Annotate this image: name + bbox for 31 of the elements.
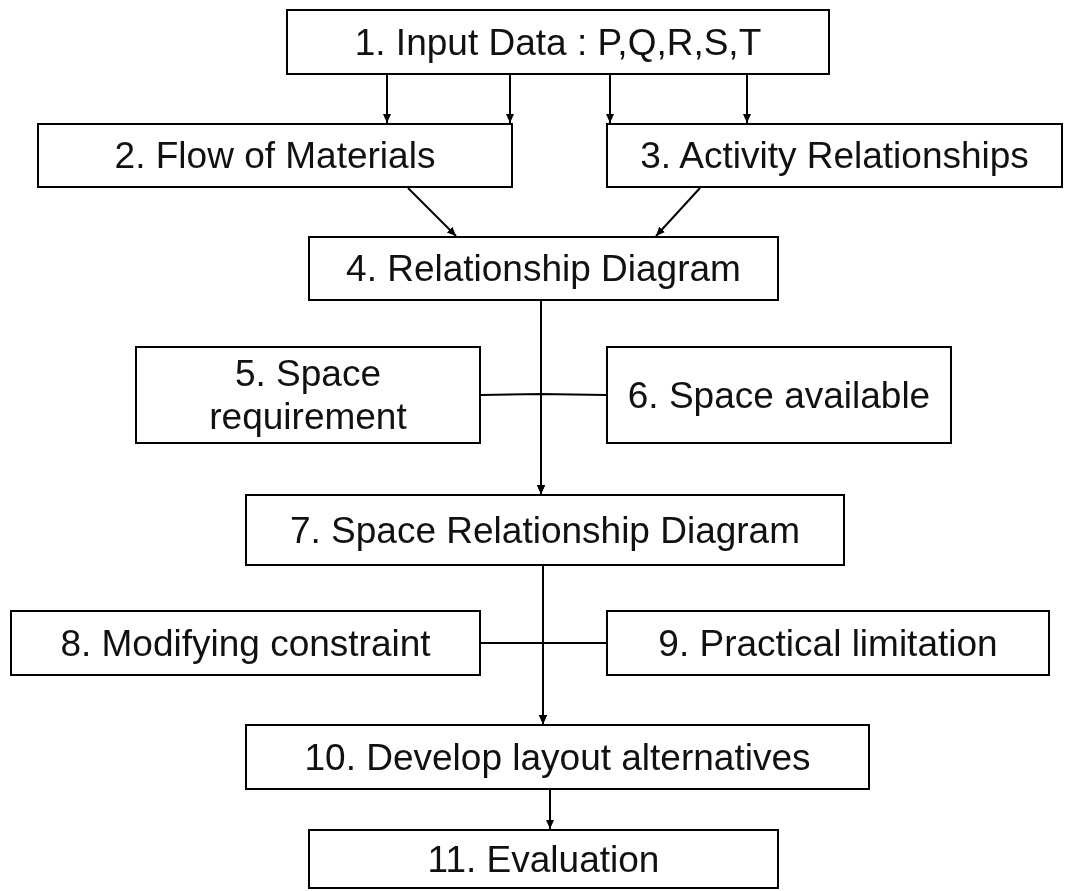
box-label: 6. Space available	[627, 373, 931, 417]
box-label: 3. Activity Relationships	[640, 134, 1029, 177]
box-label: 7. Space Relationship Diagram	[289, 508, 801, 552]
arrow	[383, 74, 391, 124]
process-box	[245, 724, 870, 790]
arrow	[506, 74, 514, 124]
box-label: 10. Develop layout alternatives	[304, 735, 811, 779]
process-box	[308, 829, 779, 889]
box-label: 8. Modifying constraint	[60, 621, 431, 665]
box-label: 5. Space requirement	[208, 352, 408, 438]
box-label: 1. Input Data : P,Q,R,S,T	[354, 20, 762, 64]
box-label: 11. Evaluation	[427, 837, 660, 881]
process-box	[135, 346, 481, 444]
arrow	[743, 74, 751, 124]
process-box	[606, 346, 952, 444]
arrow	[655, 187, 701, 237]
process-box	[286, 9, 830, 75]
process-box	[606, 610, 1050, 676]
process-box	[245, 494, 845, 566]
box-label: 2. Flow of Materials	[114, 134, 436, 177]
process-box	[308, 236, 779, 301]
process-box	[37, 123, 513, 188]
arrow	[537, 393, 607, 495]
arrow	[606, 74, 614, 124]
arrow	[539, 642, 607, 725]
arrow	[407, 187, 457, 237]
box-label: 9. Practical limitation	[658, 621, 998, 665]
process-box	[10, 610, 481, 676]
process-box	[606, 123, 1063, 188]
box-label: 4. Relationship Diagram	[346, 247, 741, 290]
arrow	[546, 789, 554, 830]
